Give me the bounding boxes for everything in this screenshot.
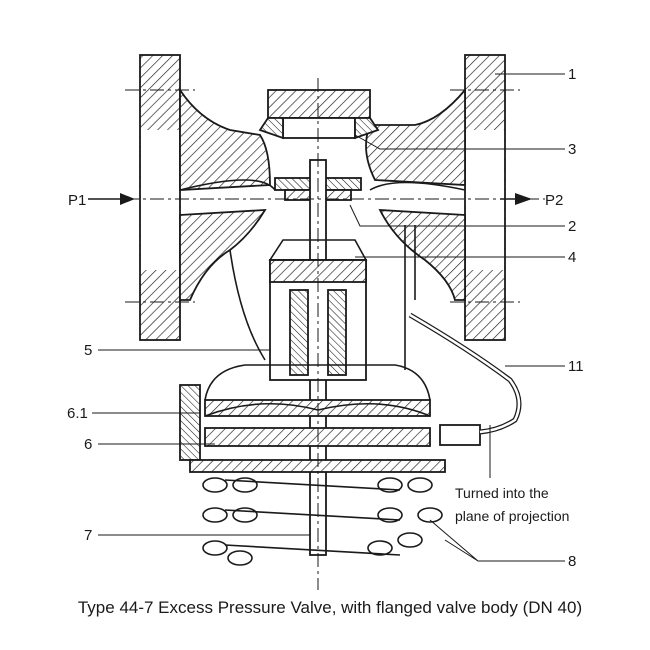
bonnet-cap [258,89,380,140]
label-3: 3 [568,141,576,158]
leader-lines [92,73,565,562]
springs [202,477,443,566]
label-11: 11 [568,358,584,375]
label-2: 2 [568,218,576,235]
label-p2: P2 [545,192,563,209]
label-4: 4 [568,249,576,266]
note-line-1: Turned into the [455,485,549,501]
label-1: 1 [568,66,576,83]
note-line-2: plane of projection [455,508,569,524]
label-6-1: 6.1 [67,405,88,422]
label-5: 5 [84,342,92,359]
right-flange [365,54,506,341]
left-flange [139,54,271,341]
label-8: 8 [568,553,576,570]
caption: Type 44-7 Excess Pressure Valve, with fl… [78,598,582,617]
label-7: 7 [84,527,92,544]
label-p1: P1 [68,192,86,209]
actuator [179,364,481,473]
label-6: 6 [84,436,92,453]
